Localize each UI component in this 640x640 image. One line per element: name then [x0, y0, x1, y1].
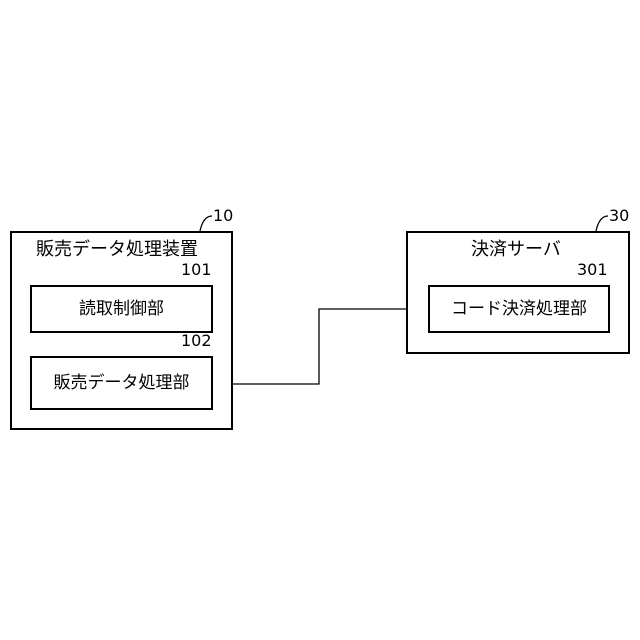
connection-line	[213, 309, 428, 384]
reading-control-unit-ref: 101	[181, 261, 212, 279]
code-payment-unit-ref: 301	[577, 261, 608, 279]
payment-server-title: 決済サーバ	[471, 240, 561, 260]
reading-control-unit-box: 読取制御部	[30, 285, 213, 333]
code-payment-unit-box: コード決済処理部	[428, 285, 610, 333]
leader-30	[596, 216, 608, 231]
sales-data-processing-unit-ref: 102	[181, 332, 212, 350]
sales-device-ref: 10	[213, 207, 233, 225]
payment-server-ref: 30	[609, 207, 629, 225]
code-payment-unit-label: コード決済処理部	[451, 299, 587, 319]
sales-data-processing-unit-box: 販売データ処理部	[30, 356, 213, 410]
leader-10	[200, 216, 212, 231]
reading-control-unit-label: 読取制御部	[79, 299, 164, 319]
sales-device-title: 販売データ処理装置	[36, 240, 198, 260]
sales-data-processing-unit-label: 販売データ処理部	[54, 373, 190, 393]
